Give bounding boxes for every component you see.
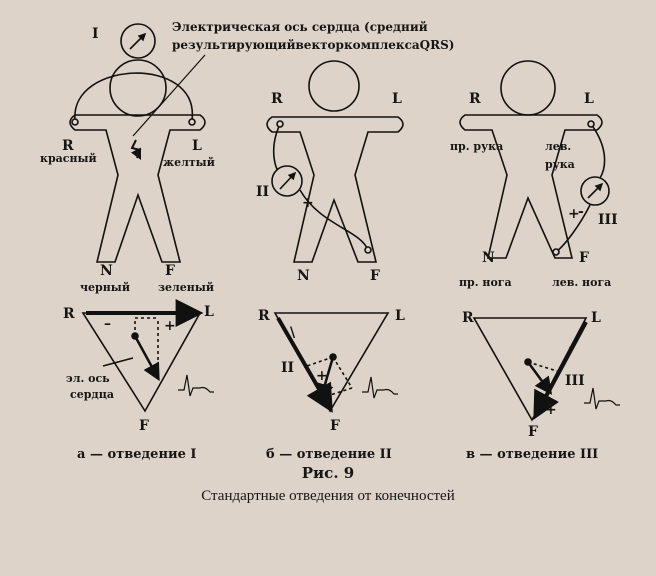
meter-label: II <box>256 184 269 200</box>
plus-sign: + <box>545 402 557 418</box>
ecg-trace <box>584 387 620 410</box>
lead-wire <box>74 72 193 121</box>
einthoven-triangle <box>472 317 588 422</box>
label-R: R <box>462 310 474 326</box>
label-right-leg: пр. нога <box>459 276 512 289</box>
lead-label: III <box>565 373 585 389</box>
annotation-line-1: Электрическая ось сердца (средний <box>172 20 428 34</box>
head <box>500 60 556 116</box>
panel-b-triangle <box>273 312 398 413</box>
torso-outline <box>69 114 206 263</box>
plus-sign: + <box>302 195 314 211</box>
panel-a-body <box>69 23 206 263</box>
label-red: красный <box>40 152 97 165</box>
panel-b-body <box>266 60 404 263</box>
head <box>308 60 360 112</box>
heart-axis-arrow <box>133 335 160 382</box>
caption-b: б — отведение II <box>266 447 392 462</box>
minus-sign: – <box>104 316 111 332</box>
plus-sign: + <box>164 318 176 334</box>
torso-outline <box>459 114 603 259</box>
caption-c: в — отведение III <box>466 447 598 462</box>
annotation-line-2: результирующийвекторкомплексаQRS) <box>172 38 454 52</box>
label-R: R <box>469 91 481 107</box>
label-F: F <box>139 418 149 434</box>
label-F: F <box>330 418 340 434</box>
figure-number: Рис. 9 <box>302 464 354 482</box>
label-L: L <box>584 91 594 107</box>
label-N: N <box>297 268 310 284</box>
panel-c-body <box>459 60 610 259</box>
label-left-leg: лев. нога <box>552 276 611 289</box>
panel-c-triangle <box>472 317 620 422</box>
plus-sign: + <box>568 206 580 222</box>
label-F: F <box>528 424 538 440</box>
label-L: L <box>392 91 402 107</box>
minus-sign: / <box>566 345 572 361</box>
panel-a-triangle <box>81 299 214 413</box>
meter-label: III <box>598 212 618 228</box>
label-R: R <box>62 138 74 154</box>
label-left-1: лев. <box>545 140 571 153</box>
minus-sign: - <box>578 204 584 220</box>
lead-wire <box>590 123 606 179</box>
label-left-2: рука <box>545 158 575 171</box>
label-L: L <box>192 138 202 154</box>
lead-label: II <box>281 360 294 376</box>
label-N: N <box>482 250 495 266</box>
heart-axis-arrow <box>316 356 335 402</box>
caption-a: а — отведение I <box>77 447 196 462</box>
label-F: F <box>370 268 380 284</box>
ecg-trace <box>178 374 214 397</box>
minus-sign: \ <box>290 325 296 341</box>
annotation-pointer <box>132 54 206 137</box>
label-R: R <box>258 308 270 324</box>
heart-axis-arrow <box>526 361 553 395</box>
axis-label-2: сердца <box>70 388 114 401</box>
plus-sign: + <box>316 368 328 384</box>
label-R: R <box>63 306 75 322</box>
label-yellow: желтый <box>163 156 215 169</box>
figure-title: Стандартные отведения от конечностей <box>201 488 454 504</box>
label-F: F <box>579 250 589 266</box>
lead-vector <box>533 321 588 420</box>
label-F: F <box>165 263 175 279</box>
label-L: L <box>591 310 601 326</box>
meter-label: I <box>92 26 99 42</box>
label-green: зеленый <box>158 281 214 294</box>
axis-label-1: эл. ось <box>66 372 110 385</box>
label-right-arm: пр. рука <box>450 140 503 153</box>
ecg-trace <box>362 376 398 399</box>
label-black: черный <box>80 281 130 294</box>
label-L: L <box>204 304 214 320</box>
label-R: R <box>271 91 283 107</box>
label-L: L <box>395 308 405 324</box>
head <box>109 59 167 117</box>
label-N: N <box>100 263 113 279</box>
